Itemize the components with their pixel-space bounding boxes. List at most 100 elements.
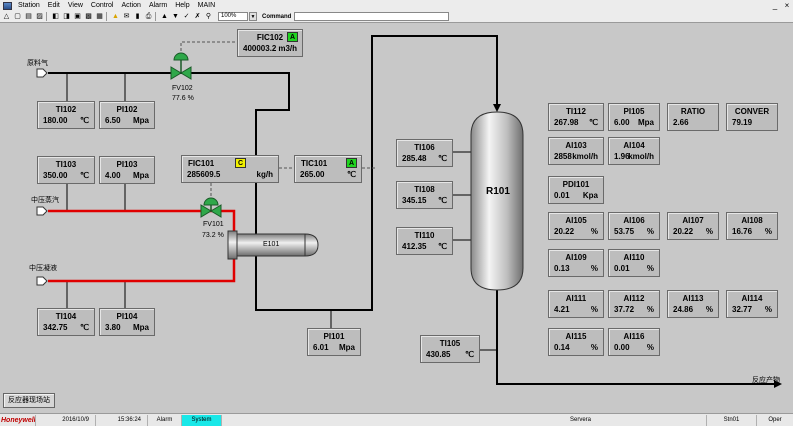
ai116-value: 0.00 xyxy=(614,343,630,352)
heat-exchanger[interactable] xyxy=(227,230,319,260)
report-icon[interactable]: ▮ xyxy=(135,13,140,20)
feed-gas-inlet-icon xyxy=(36,68,48,78)
pi104-tag: PI104 xyxy=(116,312,138,321)
ai116-unit: % xyxy=(646,343,654,352)
tic101-tag: TIC101 xyxy=(301,159,328,168)
fic101-mode-badge[interactable]: C xyxy=(235,158,246,168)
menu-help[interactable]: Help xyxy=(175,2,190,9)
ti103-unit: ℃ xyxy=(80,171,89,180)
status-system[interactable]: System xyxy=(182,414,222,426)
menu-view[interactable]: View xyxy=(67,2,83,9)
list-icon[interactable]: ▤ xyxy=(25,13,32,20)
group-icon[interactable]: ▦ xyxy=(96,13,103,20)
mp-steam-label: 中压蒸汽 xyxy=(31,197,59,204)
fv102-valve-icon[interactable] xyxy=(170,52,192,80)
menu-alarm[interactable]: Alarm xyxy=(148,2,168,9)
warning-icon[interactable]: ▲ xyxy=(112,13,119,20)
pdi101-tag: PDI101 xyxy=(562,180,590,189)
message-icon[interactable]: ✉ xyxy=(123,13,130,20)
pi104-unit: Mpa xyxy=(133,323,149,332)
fic102-faceplate[interactable]: FIC102 A 400003.2 m3/h xyxy=(237,29,303,57)
lower-icon[interactable]: ▼ xyxy=(172,13,179,20)
raise-icon[interactable]: ▲ xyxy=(161,13,168,20)
ai112-tag: AI112 xyxy=(623,294,645,303)
ti104-unit: ℃ xyxy=(80,323,89,332)
ai109-unit: % xyxy=(590,264,598,273)
menu-main[interactable]: MAIN xyxy=(197,2,216,9)
zoom-select[interactable]: 100% xyxy=(218,12,248,21)
ti108-tag: TI108 xyxy=(414,185,435,194)
command-input[interactable] xyxy=(294,12,450,21)
tic101-faceplate[interactable]: TIC101 A 265.00 ℃ xyxy=(294,155,362,183)
feed-gas-pipe xyxy=(48,35,498,311)
zoom-icon[interactable]: ⚲ xyxy=(205,13,212,20)
detail-icon[interactable]: ▩ xyxy=(85,13,92,20)
fic102-mode-badge[interactable]: A xyxy=(287,32,298,42)
menu-control[interactable]: Control xyxy=(90,2,114,9)
ti105-value: 430.85 xyxy=(426,350,451,359)
ai111-tag: AI111 xyxy=(565,294,587,303)
page-icon[interactable]: ▣ xyxy=(74,13,81,20)
ai104-value: 1.96 xyxy=(614,152,630,161)
print-icon[interactable]: ⎙ xyxy=(145,13,152,20)
ti110-value: 412.35 xyxy=(402,242,427,251)
display-icon[interactable]: ▢ xyxy=(14,13,21,20)
back-display-icon[interactable]: ◧ xyxy=(52,13,59,20)
ti102-unit: ℃ xyxy=(80,116,89,125)
fic101-faceplate[interactable]: FIC101 C 285609.5 kg/h xyxy=(181,155,279,183)
tic101-mode-badge[interactable]: A xyxy=(346,158,357,168)
reactor-outlet-pipe xyxy=(496,286,778,385)
fic101-unit: kg/h xyxy=(256,170,273,179)
minimize-button[interactable]: _ xyxy=(772,1,778,10)
zoom-dropdown-icon[interactable]: ▼ xyxy=(249,12,257,21)
menu-edit[interactable]: Edit xyxy=(47,2,60,9)
ai103-tag: AI103 xyxy=(565,141,587,150)
forward-display-icon[interactable]: ◨ xyxy=(63,13,70,20)
alarm-summary-icon[interactable]: △ xyxy=(3,13,10,20)
ai103-unit: kmol/h xyxy=(572,152,598,161)
fv101-valve-icon[interactable] xyxy=(200,197,222,218)
ai106-value: 53.75 xyxy=(614,227,635,236)
ai105-unit: % xyxy=(590,227,598,236)
accept-icon[interactable]: ✓ xyxy=(183,13,190,20)
station-nav-button[interactable]: 反应器现场站 xyxy=(3,393,55,408)
status-alarm[interactable]: Alarm xyxy=(148,414,182,426)
trend-icon[interactable]: ▨ xyxy=(36,13,43,20)
cancel-icon[interactable]: ✗ xyxy=(194,13,201,20)
menu-action[interactable]: Action xyxy=(121,2,141,9)
menu-station[interactable]: Station xyxy=(18,2,40,9)
reactor-vessel[interactable] xyxy=(470,111,524,291)
pdi101-value: 0.01 xyxy=(554,191,570,200)
close-button[interactable]: × xyxy=(784,1,790,10)
